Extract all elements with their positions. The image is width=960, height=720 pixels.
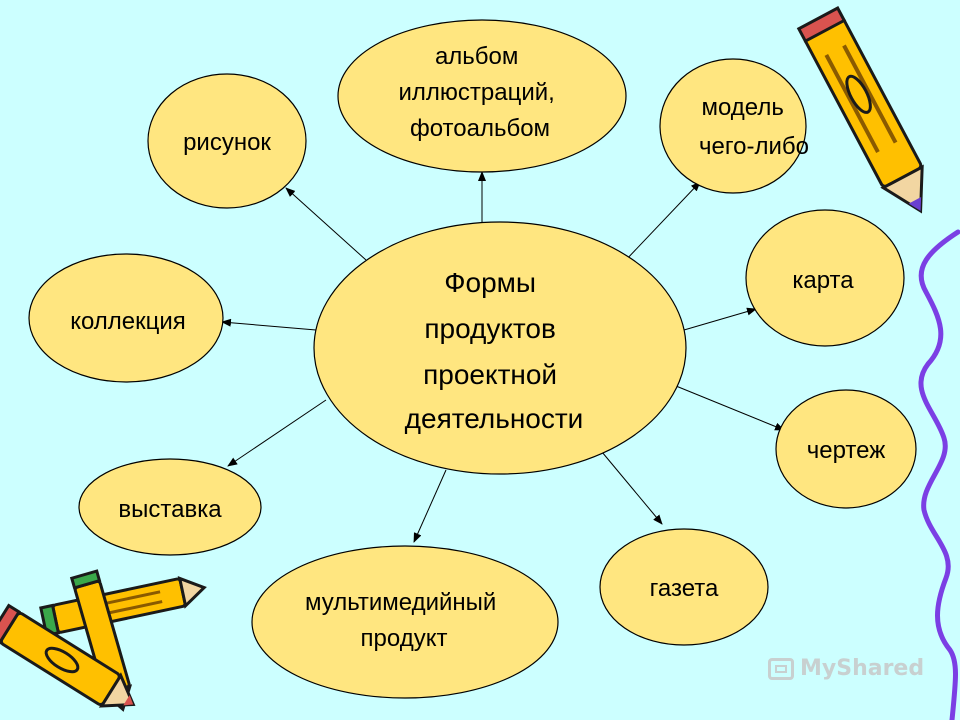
exhibition-label: выставка bbox=[118, 496, 222, 523]
bubble-album bbox=[337, 19, 627, 173]
arrow-collection bbox=[221, 318, 317, 331]
bubble-model bbox=[659, 58, 807, 194]
connectors bbox=[221, 171, 785, 543]
album-line-1: альбом bbox=[435, 43, 518, 70]
drawing-label: рисунок bbox=[183, 129, 271, 156]
center-line-4: деятельности bbox=[405, 403, 584, 434]
watermark-text: MyShared bbox=[800, 656, 925, 681]
center-line-1: Формы bbox=[444, 267, 536, 298]
arrow-blueprint bbox=[675, 385, 785, 431]
collection-label: коллекция bbox=[70, 308, 186, 335]
multimedia-line-1: мультимедийный bbox=[305, 589, 496, 616]
pencil-icon bbox=[796, 6, 924, 214]
multimedia-line-2: продукт bbox=[361, 625, 448, 652]
arrow-model bbox=[623, 181, 701, 263]
newspaper-line-1: газета bbox=[650, 575, 719, 602]
arrow-exhibition bbox=[227, 399, 327, 467]
collection-line-1: коллекция bbox=[70, 308, 186, 335]
labels: Формы продуктов проектной деятельности а… bbox=[70, 43, 885, 652]
model-label: модель чего-либо bbox=[699, 94, 809, 160]
blueprint-line-1: чертеж bbox=[807, 437, 886, 464]
wavy-line bbox=[918, 229, 960, 720]
arrow-map bbox=[683, 307, 757, 331]
arrow-newspaper bbox=[601, 451, 663, 525]
bubble-exhibition bbox=[78, 458, 262, 556]
album-line-2: иллюстраций, bbox=[399, 79, 555, 106]
map-line-1: карта bbox=[792, 267, 854, 294]
center-label: Формы продуктов проектной деятельности bbox=[405, 267, 584, 434]
model-line-2: чего-либо bbox=[699, 133, 809, 160]
bubble-map bbox=[745, 209, 905, 347]
arrow-drawing bbox=[285, 187, 367, 261]
bubbles bbox=[28, 19, 917, 699]
bubble-multimedia bbox=[251, 545, 559, 699]
bubble-collection bbox=[28, 253, 224, 383]
newspaper-label: газета bbox=[650, 575, 719, 602]
exhibition-line-1: выставка bbox=[118, 496, 222, 523]
center-line-2: продуктов bbox=[424, 313, 556, 344]
drawing-line-1: рисунок bbox=[183, 129, 271, 156]
bubble-blueprint bbox=[775, 389, 917, 509]
multimedia-label: мультимедийный продукт bbox=[305, 589, 503, 652]
album-line-3: фотоальбом bbox=[410, 115, 550, 142]
center-line-3: проектной bbox=[423, 359, 557, 390]
blueprint-label: чертеж bbox=[807, 437, 886, 464]
crayons-icon bbox=[0, 569, 207, 712]
map-label: карта bbox=[792, 267, 854, 294]
album-label: альбом иллюстраций, фотоальбом bbox=[399, 43, 562, 142]
bubble-center bbox=[313, 221, 687, 475]
watermark: MyShared bbox=[768, 656, 924, 681]
arrow-multimedia bbox=[413, 469, 447, 543]
bubble-drawing bbox=[147, 73, 307, 209]
model-line-1: модель bbox=[701, 94, 783, 121]
watermark-logo-icon bbox=[768, 657, 794, 680]
bubble-newspaper bbox=[599, 528, 769, 646]
